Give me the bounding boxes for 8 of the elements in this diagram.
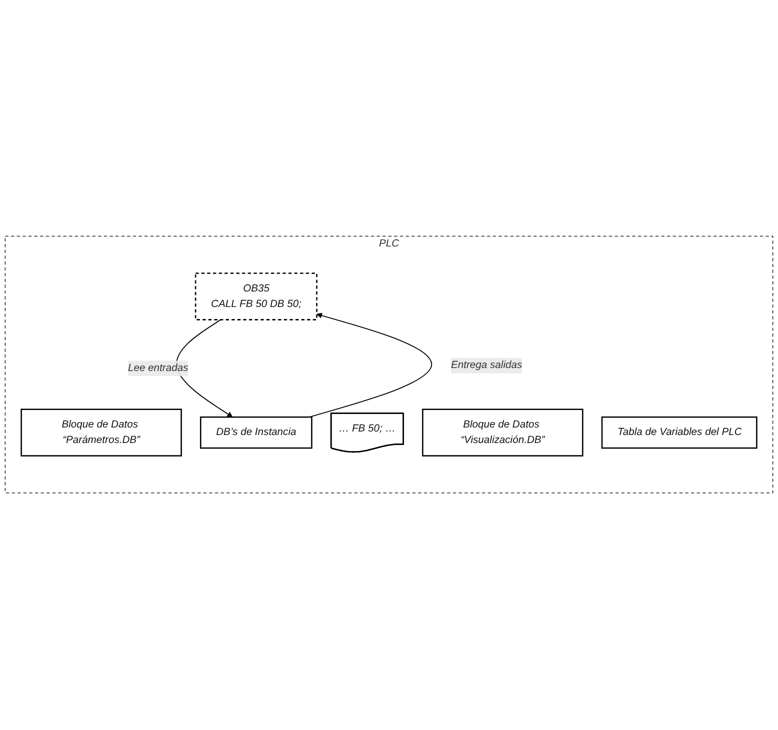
edge-label: Entrega salidas bbox=[451, 360, 522, 372]
arrow bbox=[308, 313, 432, 418]
node-box: OB35 CALL FB 50 DB 50; bbox=[194, 273, 318, 321]
edge-label: Lee entradas bbox=[128, 363, 188, 374]
node-box: Bloque de Datos “Parámetros.DB” bbox=[20, 409, 182, 457]
node-box: DB’s de Instancia bbox=[200, 416, 312, 450]
node-box: Bloque de Datos “Visualización.DB” bbox=[422, 409, 584, 457]
arrow bbox=[176, 320, 233, 418]
